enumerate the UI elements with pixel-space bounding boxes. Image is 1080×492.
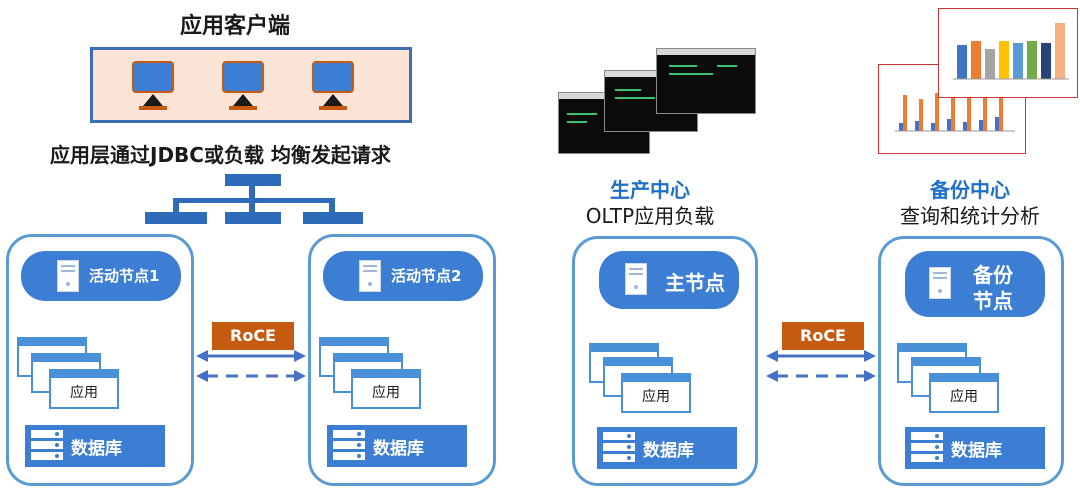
app-label: 应用 xyxy=(353,382,419,402)
database-label: 数据库 xyxy=(373,434,424,459)
primary-node-pill: 主节点 xyxy=(599,251,739,309)
chart-thumbnail-front xyxy=(938,8,1078,98)
backup-node-pill: 备份 节点 xyxy=(905,251,1045,317)
app-label: 应用 xyxy=(623,386,689,406)
app-label: 应用 xyxy=(51,382,117,402)
database-icon xyxy=(603,432,635,465)
database-block: 数据库 xyxy=(597,427,737,469)
app-window-front: 应用 xyxy=(929,373,999,413)
network-hierarchy-icon xyxy=(145,172,365,232)
database-icon xyxy=(333,430,365,463)
backup-node-label-line1: 备份 xyxy=(973,259,1013,288)
chart-thumbnails-illustration xyxy=(878,8,1078,154)
monitors-group xyxy=(93,50,409,120)
monitor-icon xyxy=(133,62,173,110)
bar-chart-thumbnail-icon xyxy=(939,9,1077,97)
database-block: 数据库 xyxy=(25,425,165,467)
active-node-2-pill: 活动节点2 xyxy=(323,251,483,301)
backup-node-label-line2: 节点 xyxy=(973,285,1013,314)
server-icon xyxy=(929,267,951,299)
monitor-icon xyxy=(223,62,263,110)
server-icon xyxy=(57,260,79,292)
database-label: 数据库 xyxy=(71,434,122,459)
active-node-2-label: 活动节点2 xyxy=(391,265,461,286)
production-center-title: 生产中心 xyxy=(580,174,720,203)
app-label: 应用 xyxy=(931,386,997,406)
bidirectional-arrow-icon xyxy=(196,346,306,386)
client-title: 应用客户端 xyxy=(180,8,290,40)
terminal-windows-illustration xyxy=(558,48,758,158)
primary-node-box: 主节点 应用 数据库 xyxy=(572,236,758,486)
database-block: 数据库 xyxy=(905,427,1045,469)
app-window-front: 应用 xyxy=(49,369,119,409)
active-node-1-pill: 活动节点1 xyxy=(21,251,181,301)
backup-node-box: 备份 节点 应用 数据库 xyxy=(878,236,1064,486)
server-icon xyxy=(625,263,647,295)
active-node-1-label: 活动节点1 xyxy=(89,265,159,286)
bidirectional-arrow-icon xyxy=(766,346,876,386)
database-label: 数据库 xyxy=(643,436,694,461)
active-node-2-box: 活动节点2 应用 数据库 xyxy=(308,234,496,486)
app-window-front: 应用 xyxy=(351,369,421,409)
active-node-1-box: 活动节点1 应用 数据库 xyxy=(6,234,194,486)
database-icon xyxy=(911,432,943,465)
terminal-window xyxy=(656,48,756,114)
backup-center-subtitle: 查询和统计分析 xyxy=(880,200,1060,229)
monitor-icon xyxy=(313,62,353,110)
request-text: 应用层通过JDBC或负载 均衡发起请求 xyxy=(50,139,391,168)
database-label: 数据库 xyxy=(951,436,1002,461)
primary-node-label: 主节点 xyxy=(665,267,725,296)
server-icon xyxy=(359,260,381,292)
database-icon xyxy=(31,430,63,463)
database-block: 数据库 xyxy=(327,425,467,467)
backup-center-title: 备份中心 xyxy=(900,174,1040,203)
client-box xyxy=(90,47,412,123)
app-window-front: 应用 xyxy=(621,373,691,413)
production-center-subtitle: OLTP应用负载 xyxy=(560,200,740,229)
